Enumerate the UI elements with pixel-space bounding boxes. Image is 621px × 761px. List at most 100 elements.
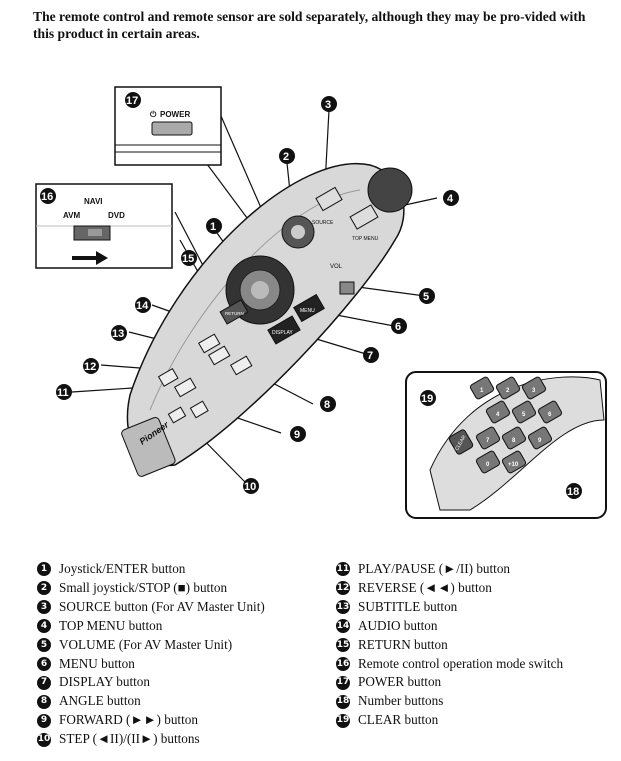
svg-text:2: 2 — [506, 388, 510, 394]
svg-text:9: 9 — [294, 429, 300, 441]
callout-number: 13 — [336, 600, 350, 615]
svg-text:17: 17 — [126, 95, 138, 107]
callout-number: 4 — [37, 619, 51, 634]
legend-item: 19 CLEAR button — [336, 711, 620, 730]
number-buttons — [469, 376, 563, 474]
legend-text: VOLUME (For AV Master Unit) — [59, 636, 233, 652]
callout-number: 19 — [336, 713, 350, 728]
callout-number: 2 — [37, 581, 51, 596]
legend-text: MENU button — [59, 655, 135, 671]
callout-number: 8 — [37, 694, 51, 709]
svg-text:18: 18 — [567, 486, 579, 498]
callout-number: 5 — [37, 638, 51, 653]
intro-text: The remote control and remote sensor are… — [33, 9, 586, 41]
remote-illustration: ⏻ POWER NAVI AVM DVD SOURCE TOP MENU VOL — [35, 86, 607, 519]
callout-number: 14 — [336, 619, 350, 634]
svg-text:7: 7 — [367, 350, 373, 362]
svg-text:DVD: DVD — [108, 211, 125, 220]
svg-text:SOURCE: SOURCE — [312, 220, 334, 226]
callout-number: 6 — [37, 656, 51, 671]
svg-text:1: 1 — [210, 221, 216, 233]
legend-text: CLEAR button — [358, 712, 439, 728]
legend-text: SOURCE button (For AV Master Unit) — [59, 598, 265, 614]
source-key — [315, 186, 343, 212]
svg-text:6: 6 — [395, 321, 401, 333]
svg-text:NAVI: NAVI — [84, 197, 103, 206]
legend-item: 6 MENU button — [37, 655, 327, 674]
power-key — [151, 121, 193, 136]
display-key — [267, 315, 301, 345]
legend-item: 3 SOURCE button (For AV Master Unit) — [37, 598, 327, 617]
svg-text:5: 5 — [423, 291, 429, 303]
svg-text:+10: +10 — [508, 462, 519, 468]
callout-number: 3 — [37, 600, 51, 615]
legend-right: 11 PLAY/PAUSE (►/II) button 12 REVERSE (◄◄)… — [336, 560, 620, 730]
legend-text: REVERSE (◄◄) button — [358, 579, 492, 595]
callout-number: 1 — [37, 562, 51, 577]
legend-text: PLAY/PAUSE (►/II) button — [358, 561, 511, 576]
arrow-right-icon — [72, 251, 108, 265]
svg-text:VOL: VOL — [330, 264, 343, 270]
legend-item: 17 POWER button — [336, 673, 620, 692]
legend-text: FORWARD (►►) button — [59, 712, 198, 728]
svg-text:MENU: MENU — [300, 308, 315, 314]
callout-number: 12 — [336, 581, 350, 596]
legend-text: STEP (◄II)/(II►) buttons — [59, 731, 200, 747]
menu-key — [293, 293, 325, 323]
callout-number: 7 — [37, 675, 51, 690]
legend-text: RETURN button — [358, 636, 448, 652]
svg-text:6: 6 — [548, 412, 552, 418]
legend-item: 2 Small joystick/STOP (■) button — [37, 579, 327, 598]
svg-text:10: 10 — [244, 481, 256, 493]
top-menu-key — [349, 204, 379, 230]
svg-text:12: 12 — [84, 361, 96, 373]
numpad-inset: 1 2 3 4 5 6 7 8 9 0 +10 CLEAR — [405, 371, 607, 519]
callout-number: 16 — [336, 656, 350, 671]
svg-text:1: 1 — [480, 388, 484, 394]
legend-item: 15 RETURN button — [336, 636, 620, 655]
legend-item: 14 AUDIO button — [336, 617, 620, 636]
svg-text:9: 9 — [538, 438, 542, 444]
svg-text:11: 11 — [57, 387, 69, 399]
svg-text:8: 8 — [512, 438, 516, 444]
svg-text:19: 19 — [421, 393, 433, 405]
svg-text:4: 4 — [447, 193, 454, 205]
svg-text:TOP MENU: TOP MENU — [352, 236, 379, 242]
legend-text: DISPLAY button — [59, 674, 150, 690]
legend-text: ANGLE button — [59, 693, 141, 709]
callout-number: 10 — [37, 732, 51, 747]
svg-text:RETURN: RETURN — [225, 311, 244, 316]
legend-item: 4 TOP MENU button — [37, 617, 327, 636]
legend-text: AUDIO button — [358, 617, 438, 633]
svg-text:3: 3 — [532, 388, 536, 394]
legend-item: 8 ANGLE button — [37, 692, 327, 711]
callout-number: 15 — [336, 638, 350, 653]
svg-text:0: 0 — [486, 462, 490, 468]
svg-text:4: 4 — [496, 412, 500, 418]
legend-item: 5 VOLUME (For AV Master Unit) — [37, 636, 327, 655]
remote-body: SOURCE TOP MENU VOL MENU DISPLAY RETURN … — [121, 162, 413, 477]
svg-text:3: 3 — [325, 99, 331, 111]
svg-text:16: 16 — [41, 191, 53, 203]
callout-number: 11 — [336, 562, 350, 577]
legend-item: 9 FORWARD (►►) button — [37, 711, 327, 730]
svg-text:7: 7 — [486, 438, 490, 444]
legend-item: 12 REVERSE (◄◄) button — [336, 579, 620, 598]
svg-text:2: 2 — [283, 151, 289, 163]
callout-number: 9 — [37, 713, 51, 728]
legend-text: Small joystick/STOP (■) button — [59, 579, 228, 595]
svg-text:13: 13 — [112, 328, 124, 340]
callout-number: 18 — [336, 694, 350, 709]
svg-text:⏻: ⏻ — [150, 110, 157, 119]
return-key — [219, 299, 249, 325]
svg-text:DISPLAY: DISPLAY — [272, 330, 293, 336]
callout-markers: 1 2 3 4 5 6 7 8 9 10 11 12 13 14 15 16 1… — [40, 92, 582, 499]
callout-number: 17 — [336, 675, 350, 690]
svg-text:14: 14 — [136, 300, 149, 312]
legend-text: TOP MENU button — [59, 617, 163, 633]
legend-text: POWER button — [358, 674, 442, 690]
